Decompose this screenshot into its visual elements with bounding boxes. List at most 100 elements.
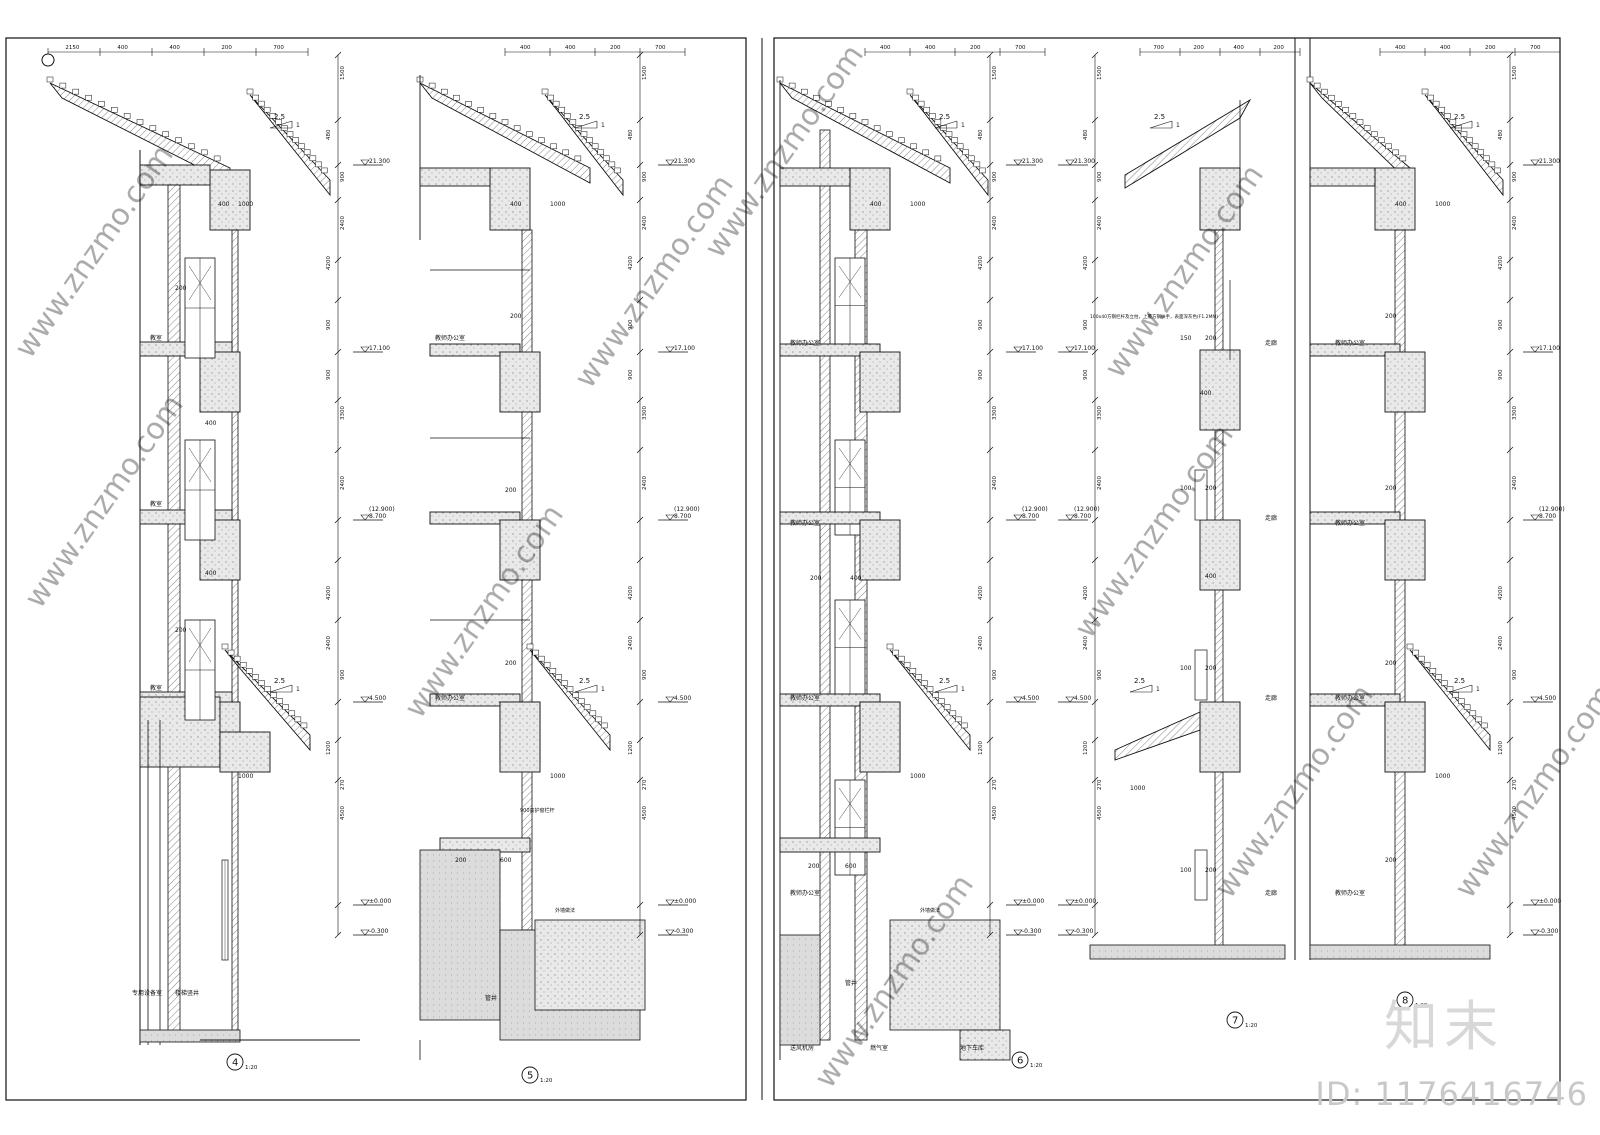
floor-slab	[219, 731, 271, 773]
level-symbol	[360, 696, 370, 703]
slope-label: 2.5	[1134, 677, 1145, 685]
dim-text: 480	[628, 129, 634, 140]
slope-label: 1	[601, 122, 605, 129]
level-symbol	[1530, 159, 1540, 166]
dim-text: 900	[1512, 669, 1518, 680]
slope-label: 2.5	[274, 677, 285, 685]
level-symbol	[1065, 514, 1075, 521]
roof-tile	[597, 149, 604, 155]
dim-text: 4500	[1512, 806, 1518, 820]
roof-tile	[1449, 119, 1457, 125]
roof-tile	[1483, 155, 1490, 162]
level-symbol	[665, 346, 675, 353]
floor-slab	[849, 167, 891, 231]
sheet-frame-left	[5, 37, 747, 1101]
level-symbol	[1065, 899, 1075, 906]
top-dim-text: 400	[925, 45, 936, 51]
roof-tile	[956, 143, 964, 149]
watermark-4: www.znzmo.com	[568, 168, 741, 394]
roof-tile	[501, 119, 509, 125]
roof-tile	[1306, 76, 1314, 83]
level-label: 17.100	[369, 345, 390, 352]
slope-label: 1	[296, 122, 300, 129]
roof-tile	[1471, 143, 1479, 149]
roof-tile	[909, 668, 917, 674]
top-dim-text: 400	[1395, 45, 1406, 51]
roof-tile	[1466, 137, 1473, 143]
dim-text: 900	[340, 669, 346, 680]
floor-slab	[499, 351, 541, 413]
roof-tile-slope	[529, 649, 611, 752]
roof-tile	[252, 94, 259, 101]
dim-text: 900	[628, 319, 634, 330]
dim-text: 480	[1498, 129, 1504, 140]
section-scale: 1:20	[1030, 1063, 1043, 1069]
floor-slab	[1384, 519, 1426, 581]
dim-text: 100	[1180, 485, 1192, 492]
roof-tile	[1412, 649, 1419, 656]
level-symbol	[1065, 159, 1075, 166]
room-label: 教师办公室	[1335, 339, 1365, 347]
roof-tile	[973, 161, 981, 168]
roof-tile	[541, 88, 549, 95]
roof-tile	[1481, 722, 1488, 729]
floor-slab	[859, 351, 901, 413]
floor-slab	[209, 169, 251, 231]
floor-slab	[429, 511, 521, 525]
dim-text: 400	[205, 570, 217, 577]
dim-text: 1000	[1435, 201, 1450, 208]
level-symbol	[665, 899, 675, 906]
level-symbol	[1530, 929, 1540, 936]
dim-text: 4200	[628, 586, 634, 600]
dim-text: 1200	[1083, 741, 1089, 755]
slope-label: 2.5	[579, 113, 590, 121]
roof-tile	[572, 692, 579, 698]
dim-text: 200	[1205, 485, 1217, 492]
room-label: 教室	[150, 334, 162, 342]
dim-text: 1000	[550, 201, 565, 208]
dim-text: 4200	[978, 586, 984, 600]
dim-text: 900	[340, 171, 346, 182]
roof-tile	[221, 643, 229, 650]
level-symbol	[1065, 696, 1075, 703]
roof-tile	[912, 94, 919, 101]
section-number: 7	[1232, 1016, 1238, 1027]
roof-tile-slope	[1124, 98, 1252, 189]
dim-text: 270	[992, 779, 998, 790]
roof-tile	[252, 674, 259, 680]
roof-tile	[1460, 131, 1468, 137]
roof-tile	[547, 94, 554, 101]
level-symbol	[1013, 696, 1023, 703]
top-dim-text: 700	[273, 45, 284, 51]
roof-tile	[910, 143, 917, 150]
dim-text: 200	[175, 627, 187, 634]
room-label: 管井	[485, 994, 497, 1002]
roof-tile	[614, 167, 621, 174]
roof-tile	[1371, 131, 1378, 137]
brand-watermark: 知末	[1384, 995, 1504, 1058]
roof-tile	[1429, 668, 1437, 674]
level-label: 8.700	[1074, 513, 1091, 520]
roof-tile	[550, 143, 557, 150]
dim-text: 3300	[642, 406, 648, 420]
roof-tile	[98, 101, 105, 107]
top-dim-text: 700	[1153, 45, 1164, 51]
roof-tile	[951, 137, 958, 143]
roof-tile	[543, 661, 551, 668]
sheet-frame-right	[773, 37, 1561, 1101]
room-label: 地下车库	[960, 1044, 984, 1052]
roof-tile	[562, 149, 569, 156]
level-label: 21.300	[369, 158, 390, 165]
section-scale: 1:20	[540, 1078, 553, 1084]
roof-tile	[298, 143, 305, 149]
dim-text: 2400	[1512, 476, 1518, 490]
level-label: 17.100	[1074, 345, 1095, 352]
roof-tile	[574, 155, 582, 162]
room-label: 教师办公室	[1335, 694, 1365, 702]
level-label: 4.500	[1074, 695, 1091, 702]
top-dim-text: 700	[1530, 45, 1541, 51]
dim-text: 200	[810, 575, 822, 582]
